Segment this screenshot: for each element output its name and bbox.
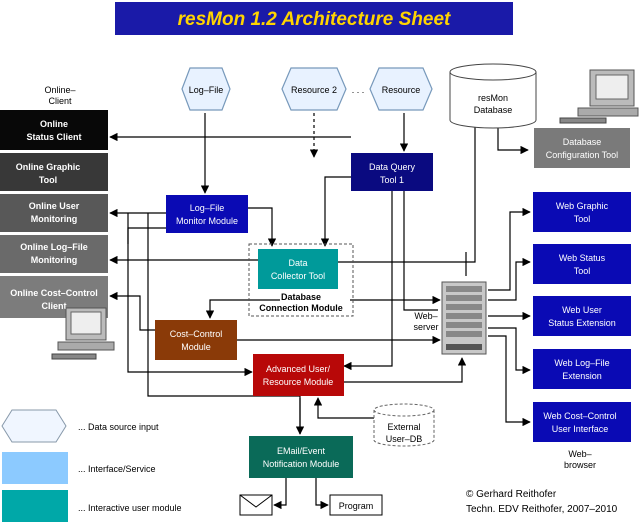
- copyright-line-2: Techn. EDV Reithofer, 2007–2010: [466, 504, 618, 515]
- online-status-client[interactable]: Online Status Client: [0, 110, 108, 150]
- web-cost-control-user-interface[interactable]: Web Cost–Control User Interface: [533, 402, 631, 442]
- svg-text:Database: Database: [474, 105, 513, 115]
- svg-text:Monitoring: Monitoring: [31, 255, 78, 265]
- svg-text:Resource: Resource: [382, 85, 421, 95]
- online-graphic-tool[interactable]: Online Graphic Tool: [0, 153, 108, 191]
- database-connection-container: [248, 243, 354, 317]
- svg-text:Status Client: Status Client: [26, 132, 81, 142]
- svg-text:Online Cost–Control: Online Cost–Control: [10, 288, 98, 298]
- svg-text:Tool 1: Tool 1: [380, 175, 404, 185]
- legend-interface-swatch: [2, 452, 68, 484]
- program-box: Program: [329, 494, 383, 516]
- svg-text:Notification Module: Notification Module: [263, 459, 340, 469]
- online-log-file-monitoring[interactable]: Online Log–File Monitoring: [0, 235, 108, 273]
- svg-text:EMail/Event: EMail/Event: [277, 446, 326, 456]
- svg-text:Resource Module: Resource Module: [263, 377, 334, 387]
- svg-text:Client: Client: [41, 301, 66, 311]
- title-banner: resMon 1.2 Architecture Sheet: [115, 2, 513, 35]
- svg-text:Cost–Control: Cost–Control: [170, 329, 223, 339]
- svg-text:Data: Data: [288, 258, 307, 268]
- web-status-tool[interactable]: Web Status Tool: [533, 244, 631, 284]
- web-log-file-extension[interactable]: Web Log–File Extension: [533, 349, 631, 389]
- connectors: [109, 113, 531, 510]
- database-connection-label: Database: [281, 292, 321, 302]
- svg-text:Data Query: Data Query: [369, 162, 416, 172]
- email-event-notification-module[interactable]: EMail/Event Notification Module: [249, 436, 353, 478]
- advanced-user-resource-module[interactable]: Advanced User/ Resource Module: [253, 354, 344, 396]
- svg-text:Web Status: Web Status: [559, 253, 606, 263]
- online-client-label: Online–: [44, 85, 75, 95]
- web-server-label-2: server: [413, 322, 438, 332]
- svg-text:Tool: Tool: [574, 214, 591, 224]
- svg-text:Advanced User/: Advanced User/: [266, 364, 331, 374]
- resmon-database: resMon Database: [449, 63, 537, 129]
- svg-text:Web Log–File: Web Log–File: [554, 358, 609, 368]
- svg-text:User–DB: User–DB: [386, 434, 423, 444]
- external-user-db: External User–DB: [373, 403, 435, 447]
- svg-text:Monitor Module: Monitor Module: [176, 216, 238, 226]
- svg-text:Online: Online: [40, 119, 68, 129]
- web-browser-label-2: browser: [564, 460, 596, 470]
- log-file-monitor-module[interactable]: Log–File Monitor Module: [166, 195, 248, 233]
- svg-text:Resource 2: Resource 2: [291, 85, 337, 95]
- page-title: resMon 1.2 Architecture Sheet: [178, 9, 451, 30]
- svg-text:User Interface: User Interface: [552, 424, 609, 434]
- svg-text:Log–File: Log–File: [190, 203, 225, 213]
- database-configuration-tool[interactable]: Database Configuration Tool: [534, 128, 630, 168]
- legend-data-source-hexagon: [1, 409, 67, 443]
- svg-text:Program: Program: [339, 501, 374, 511]
- svg-text:Tool: Tool: [574, 266, 591, 276]
- computer-icon: [559, 69, 639, 124]
- data-source-log-file: Log–File: [181, 67, 231, 111]
- online-user-monitoring[interactable]: Online User Monitoring: [0, 194, 108, 232]
- svg-text:Extension: Extension: [562, 371, 602, 381]
- legend: ... Data source input ... Interface/Serv…: [1, 409, 182, 522]
- data-collector-tool[interactable]: Data Collector Tool: [258, 249, 338, 289]
- cost-control-module[interactable]: Cost–Control Module: [155, 320, 237, 360]
- svg-text:resMon: resMon: [478, 93, 508, 103]
- database-connection-label-2: Connection Module: [259, 303, 343, 313]
- data-source-resource: Resource: [369, 67, 433, 111]
- svg-text:Web Graphic: Web Graphic: [556, 201, 609, 211]
- svg-text:Status Extension: Status Extension: [548, 318, 616, 328]
- data-query-tool[interactable]: Data Query Tool 1: [351, 153, 433, 191]
- computer-icon: [51, 307, 115, 360]
- svg-text:External: External: [387, 422, 420, 432]
- web-server-icon: [441, 281, 487, 355]
- svg-text:Online User: Online User: [29, 201, 80, 211]
- envelope-icon: [239, 494, 273, 516]
- svg-text:Web Cost–Control: Web Cost–Control: [543, 411, 616, 421]
- web-server-label: Web–: [414, 311, 437, 321]
- svg-text:Module: Module: [181, 342, 211, 352]
- legend-data-source-label: ... Data source input: [78, 422, 159, 432]
- svg-text:Online Log–File: Online Log–File: [20, 242, 88, 252]
- svg-text:Configuration Tool: Configuration Tool: [546, 150, 618, 160]
- svg-text:Web User: Web User: [562, 305, 602, 315]
- svg-text:Database: Database: [563, 137, 602, 147]
- svg-text:Log–File: Log–File: [189, 85, 224, 95]
- online-client-label-2: Client: [48, 96, 72, 106]
- web-graphic-tool[interactable]: Web Graphic Tool: [533, 192, 631, 232]
- sources-ellipsis: . . .: [352, 85, 365, 95]
- data-source-resource-2: Resource 2: [281, 67, 347, 111]
- svg-text:Tool: Tool: [39, 175, 57, 185]
- legend-interface-label: ... Interface/Service: [78, 464, 156, 474]
- copyright-line-1: © Gerhard Reithofer: [466, 489, 557, 500]
- legend-interactive-label: ... Interactive user module: [78, 503, 182, 513]
- legend-interactive-swatch: [2, 490, 68, 522]
- svg-text:Collector Tool: Collector Tool: [271, 271, 325, 281]
- svg-text:Online Graphic: Online Graphic: [16, 162, 81, 172]
- web-user-status-extension[interactable]: Web User Status Extension: [533, 296, 631, 336]
- svg-text:Monitoring: Monitoring: [31, 214, 78, 224]
- web-browser-label: Web–: [568, 449, 591, 459]
